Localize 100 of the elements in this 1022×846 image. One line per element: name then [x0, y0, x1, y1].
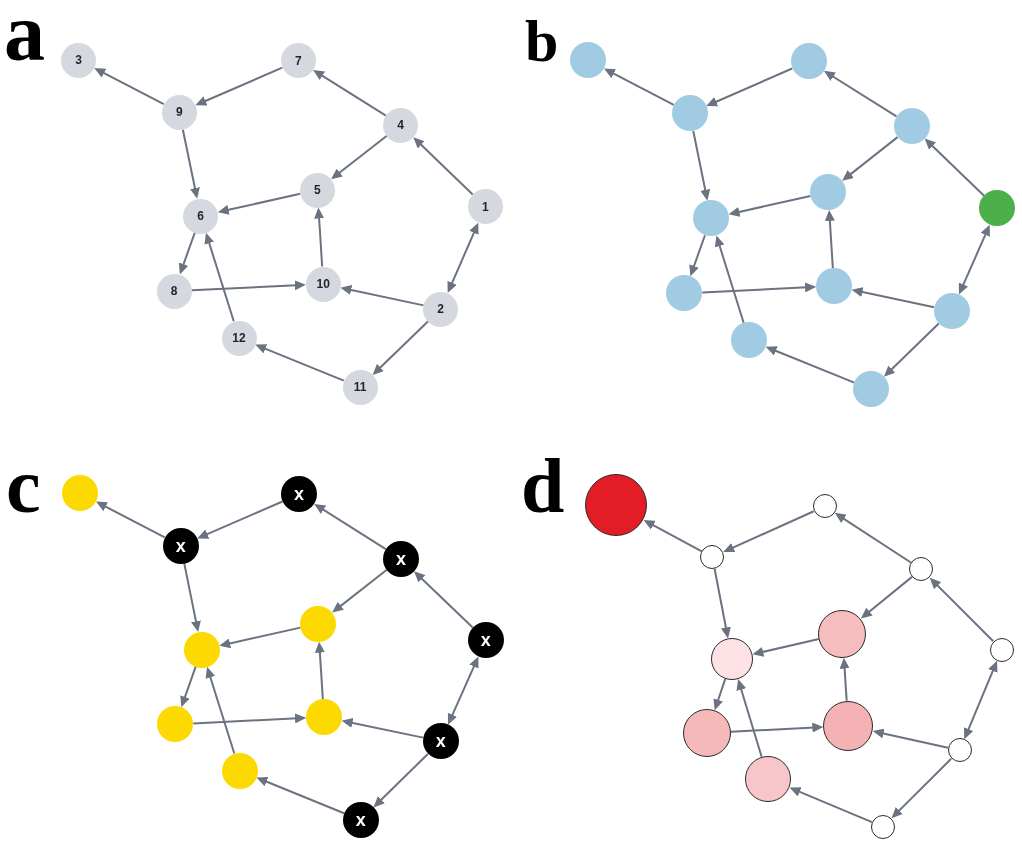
node-circle [853, 371, 889, 408]
node-circle [745, 755, 792, 802]
arrow [851, 287, 936, 309]
node-label: 10 [316, 278, 330, 290]
node-label: x [355, 811, 366, 829]
arrow [340, 285, 425, 307]
node-label: 2 [437, 303, 445, 315]
arrow [713, 677, 727, 711]
node-circle [989, 637, 1014, 662]
arrow [205, 666, 236, 755]
node-label: x [175, 536, 186, 555]
arrow [332, 568, 388, 613]
arrow [958, 224, 990, 295]
arrow [963, 660, 998, 740]
arrow [204, 232, 235, 323]
node-circle [156, 273, 192, 309]
arrow [689, 234, 706, 277]
node-circle [221, 320, 257, 356]
arrow [314, 641, 325, 701]
node-circle [816, 268, 852, 304]
arrow [181, 128, 200, 199]
node-circle [183, 631, 220, 668]
node-circle [306, 699, 342, 735]
arrow [217, 192, 302, 215]
node-circle [871, 814, 895, 839]
node-circle [300, 605, 336, 642]
arrow [929, 577, 995, 643]
panel-letter: a [4, 0, 45, 66]
node-circle [818, 609, 867, 658]
node-circle [711, 638, 753, 680]
node-circle [299, 172, 335, 208]
arrow [692, 129, 711, 201]
arrow [197, 500, 284, 539]
node-circle [790, 43, 827, 80]
arrow [860, 575, 913, 619]
node-circle [61, 42, 97, 78]
arrow [891, 757, 953, 819]
node-circle [422, 723, 459, 760]
arrow [190, 280, 306, 292]
node-circle [812, 494, 837, 519]
arrow [883, 322, 940, 377]
arrow [729, 722, 824, 733]
node-circle [810, 174, 846, 210]
arrow [723, 510, 815, 553]
node-circle [585, 474, 648, 537]
arrow [413, 137, 474, 196]
arrow [824, 209, 835, 270]
arrow [823, 70, 898, 118]
arrow [643, 520, 703, 553]
arrow [183, 562, 201, 633]
node-label: x [435, 732, 446, 751]
arrow [728, 194, 812, 217]
arrow [924, 138, 986, 197]
arrow [447, 222, 479, 293]
arrow [765, 346, 856, 384]
node-circle [183, 198, 219, 234]
panel-letter: c [6, 455, 41, 518]
arrow [447, 656, 479, 725]
node-circle [467, 622, 504, 658]
arrow [255, 344, 345, 382]
node-circle [281, 476, 317, 513]
arrow [839, 657, 850, 702]
arrow [256, 777, 346, 815]
node-label: 12 [232, 332, 246, 344]
node-label: 11 [353, 381, 367, 394]
node-circle [62, 475, 98, 512]
arrow [414, 571, 474, 629]
arrow [372, 320, 430, 376]
arrow [341, 718, 425, 739]
node-circle [305, 266, 341, 302]
arrow [713, 567, 731, 639]
node-circle [823, 700, 874, 751]
arrow [219, 626, 302, 649]
node-label: 3 [75, 54, 83, 66]
arrow [314, 503, 387, 551]
arrow [195, 66, 284, 106]
arrow [192, 713, 306, 725]
node-circle [161, 94, 197, 130]
panel-letter: b [525, 17, 559, 65]
node-label: 6 [197, 210, 205, 222]
node-label: 8 [170, 285, 178, 297]
node-label: 1 [481, 200, 489, 213]
node-label: x [294, 485, 304, 504]
node-circle [671, 95, 708, 132]
node-label: x [480, 631, 491, 649]
node-label: 7 [294, 54, 302, 67]
node-circle [683, 709, 731, 757]
arrow [714, 235, 745, 324]
arrow [178, 231, 196, 275]
node-circle [947, 738, 972, 763]
arrow [180, 665, 197, 708]
arrow [706, 67, 794, 107]
arrow [752, 638, 820, 657]
node-circle [693, 200, 729, 237]
node-label: 4 [397, 119, 405, 131]
node-circle [979, 190, 1015, 227]
node-circle [342, 369, 378, 405]
node-circle [423, 291, 459, 327]
arrow [736, 679, 763, 758]
arrow [95, 501, 166, 539]
